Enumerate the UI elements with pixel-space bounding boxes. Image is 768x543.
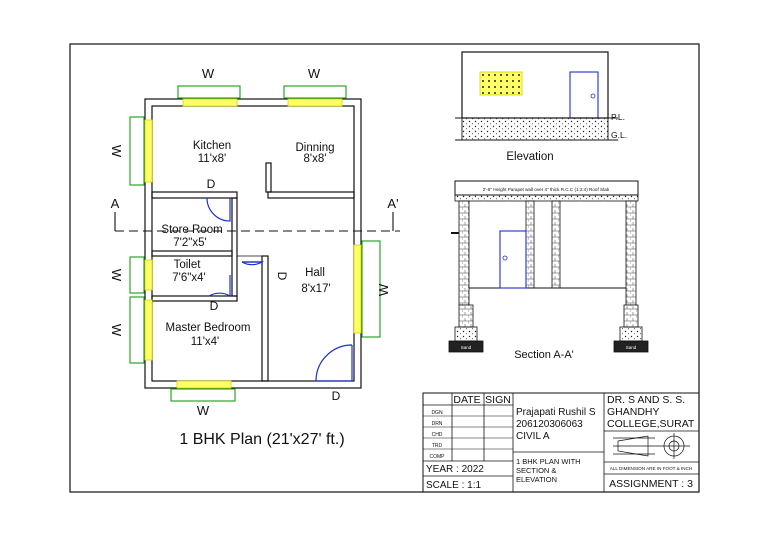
elevation-pl-label: P.L. [611, 112, 625, 122]
room-size-kitchen: 11'x8' [198, 153, 226, 165]
title-row-label: TRD [432, 443, 443, 449]
drawing-name: 1 BHK PLAN WITH [516, 457, 581, 466]
window-label: W [109, 145, 124, 158]
door-label: D [207, 177, 216, 191]
drawing-name: ELEVATION [516, 475, 557, 484]
college-name: GHANDHY [607, 406, 660, 418]
room-size-hall: 8'x17' [301, 283, 330, 295]
student-name: Prajapati Rushil S [516, 407, 596, 418]
footing-label: Sand [626, 345, 637, 350]
sheet-border [69, 43, 700, 493]
section-drawing [448, 180, 649, 353]
section-mark-right: A' [387, 196, 398, 211]
section-slab-note: 2'-6" Height Parapet wall over 4" thick … [483, 187, 610, 192]
student-class: CIVIL A [516, 431, 550, 442]
title-block [422, 392, 700, 493]
door-label: D [210, 299, 219, 313]
drawing-name: SECTION & [516, 466, 556, 475]
title-scale: SCALE : 1:1 [426, 480, 481, 491]
title-row-label: CHD [432, 432, 443, 438]
window-label: W [202, 66, 215, 81]
room-size-bedroom: 11'x4' [191, 336, 219, 348]
title-year: YEAR : 2022 [426, 464, 484, 475]
room-size-store: 7'2"x5' [173, 237, 206, 249]
door-label: D [332, 389, 341, 403]
title-header-sign: SIGN [485, 394, 511, 406]
college-name: DR. S AND S. S. [607, 394, 685, 406]
window-label: W [308, 66, 321, 81]
room-size-dining: 8'x8' [304, 153, 327, 165]
room-name-dining: Dinning [296, 142, 335, 154]
footing-label: Sand [461, 345, 472, 350]
room-name-bedroom: Master Bedroom [165, 322, 250, 334]
section-mark-left: A [111, 196, 120, 211]
college-name: COLLEGE,SURAT [607, 418, 695, 430]
elevation-title: Elevation [506, 151, 553, 163]
window-label: W [197, 403, 210, 418]
title-row-label: DGN [431, 410, 443, 416]
dimension-note: ALL DIMENSION ARE IN FOOT & INCH [610, 466, 692, 471]
floor-plan [114, 85, 400, 402]
plan-title: 1 BHK Plan (21'x27' ft.) [179, 431, 344, 448]
section-title: Section A-A' [514, 349, 574, 361]
room-name-toilet: Toilet [174, 259, 202, 271]
elevation-gl-label: G.L. [611, 130, 627, 140]
elevation-drawing [455, 51, 618, 141]
room-name-hall: Hall [305, 267, 325, 279]
title-header-date: DATE [453, 394, 480, 406]
assignment-number: ASSIGNMENT : 3 [609, 478, 693, 490]
door-label: D [275, 272, 289, 281]
window-label: W [109, 269, 124, 282]
student-enrollment: 206120306063 [516, 419, 583, 430]
room-size-toilet: 7'6"x4' [172, 272, 205, 284]
window-label: W [109, 324, 124, 337]
room-name-store: Store Room [161, 224, 222, 236]
window-label: W [376, 283, 391, 296]
title-row-label: COMP [430, 454, 446, 460]
title-row-label: DRN [432, 421, 443, 427]
room-name-kitchen: Kitchen [193, 140, 231, 152]
